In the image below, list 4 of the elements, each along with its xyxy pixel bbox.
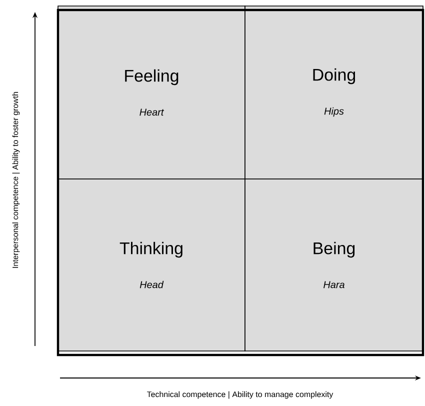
quadrant-box: Thinking Head (58, 178, 246, 352)
quadrant-box: Being Hara (244, 178, 424, 352)
quadrant-box: Doing Hips (244, 6, 424, 180)
quadrant-box: Feeling Heart (58, 6, 246, 180)
